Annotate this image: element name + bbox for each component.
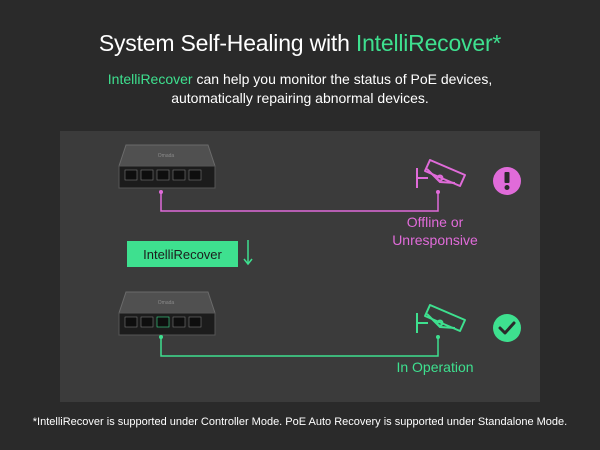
title-prefix: System Self-Healing with xyxy=(98,30,356,56)
page-title: System Self-Healing with IntelliRecover* xyxy=(0,30,600,57)
subtitle-line-1: IntelliRecover can help you monitor the … xyxy=(0,70,600,89)
switch-brand-bottom: Omada xyxy=(158,300,175,306)
arrow-down-icon xyxy=(243,240,253,266)
subtitle-line-1-text: can help you monitor the status of PoE d… xyxy=(192,71,493,87)
offline-line-2: Unresponsive xyxy=(392,232,478,248)
in-operation-label: In Operation xyxy=(396,359,474,375)
offline-line-1: Offline or xyxy=(406,214,464,230)
switch-brand-top: Omada xyxy=(158,153,175,159)
title-accent: IntelliRecover* xyxy=(355,30,502,56)
offline-status-label: Offline or Unresponsive xyxy=(380,213,490,249)
footnote: *IntelliRecover is supported under Contr… xyxy=(32,416,568,428)
switch-icon: Omada xyxy=(118,144,216,189)
switch-icon: Omada xyxy=(118,291,216,336)
exclamation-icon xyxy=(493,167,521,195)
camera-icon xyxy=(416,159,466,188)
subtitle: IntelliRecover can help you monitor the … xyxy=(0,70,600,108)
intellirecover-badge: IntelliRecover xyxy=(127,241,238,267)
subtitle-line-2: automatically repairing abnormal devices… xyxy=(171,90,429,106)
camera-icon xyxy=(416,304,466,333)
subtitle-accent: IntelliRecover xyxy=(107,71,193,87)
checkmark-icon xyxy=(493,314,521,342)
